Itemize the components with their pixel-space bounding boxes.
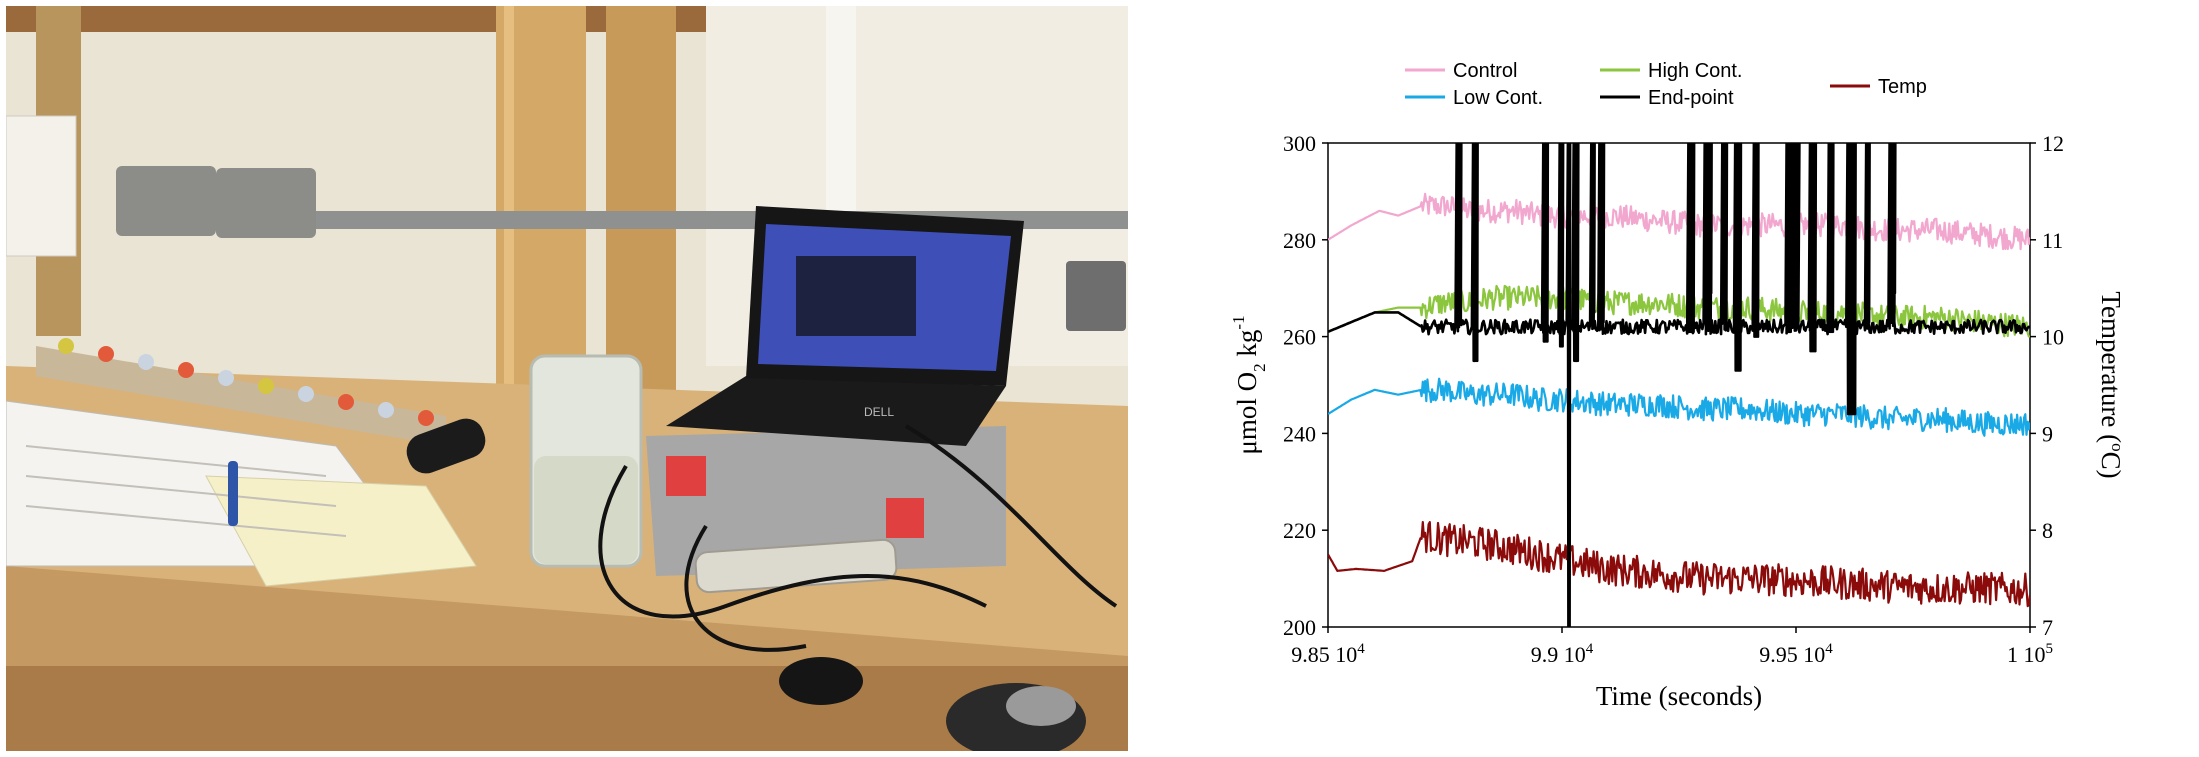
- y-right-tick-label: 9: [2042, 421, 2053, 446]
- y-left-tick-label: 260: [1283, 325, 1316, 350]
- x-tick-label: 9.95 104: [1759, 641, 1833, 667]
- plot-frame: [1327, 142, 2031, 628]
- y-left-tick-label: 220: [1283, 518, 1316, 543]
- y-right-axis-title: Temperature (oC): [2096, 291, 2127, 478]
- chart-labels: Time (seconds) μmol O2 kg-1 Temperature (o…: [1229, 291, 2127, 711]
- y-right-tick-label: 8: [2042, 518, 2053, 543]
- y-left-axis-title: μmol O2 kg-1: [1229, 315, 1269, 454]
- y-right-tick-label: 7: [2042, 615, 2053, 640]
- laptop-icon: [666, 376, 1006, 446]
- x-tick-label: 9.85 104: [1291, 641, 1365, 667]
- lens-cap: [779, 657, 863, 705]
- laptop-brand: DELL: [864, 405, 894, 419]
- y-right-tick-label: 12: [2042, 131, 2064, 156]
- x-axis-title: Time (seconds): [1596, 681, 1762, 711]
- series-line-high-cont: [1328, 284, 2030, 338]
- electrical-box: [116, 166, 216, 236]
- series-line-control: [1328, 192, 2030, 251]
- oxygen-temperature-chart: 200 220 240 260 280 300 7 8 9 10 11 12 9.85 104 9.9 1…: [1200, 0, 2199, 757]
- x-tick-label: 9.9 104: [1531, 641, 1594, 667]
- chart-series: [1328, 143, 2030, 627]
- vial-rack: [58, 338, 434, 426]
- y-left-tick-label: 280: [1283, 228, 1316, 253]
- y-right-tick-label: 10: [2042, 325, 2064, 350]
- series-line-temp: [1328, 521, 2030, 608]
- y-right-tick-label: 11: [2042, 228, 2063, 253]
- lab-photo: DELL: [6, 6, 1128, 751]
- legend-label: Control: [1453, 60, 1517, 82]
- legend-label: High Cont.: [1648, 60, 1743, 82]
- top-shelf: [6, 6, 706, 32]
- chart-axes: 200 220 240 260 280 300 7 8 9 10 11 12 9.85 104 9.9 1…: [1283, 131, 2064, 667]
- series-line-low-cont: [1328, 377, 2030, 437]
- pen-icon: [228, 461, 238, 526]
- chart-svg: 200 220 240 260 280 300 7 8 9 10 11 12 9.85 104 9.9 1…: [1229, 60, 2127, 711]
- grey-case: [646, 426, 1006, 576]
- legend-label: Low Cont.: [1453, 87, 1543, 109]
- electrical-box-2: [216, 168, 316, 238]
- legend-label: Temp: [1878, 76, 1927, 98]
- wood-post-2: [606, 6, 676, 406]
- series-line-end-point: [1328, 143, 2030, 627]
- lab-photo-drawing: DELL: [6, 6, 1128, 751]
- y-left-tick-label: 240: [1283, 421, 1316, 446]
- legend-label: End-point: [1648, 87, 1734, 109]
- y-left-tick-label: 200: [1283, 615, 1316, 640]
- y-left-tick-label: 300: [1283, 131, 1316, 156]
- x-tick-label: 1 105: [2007, 641, 2053, 667]
